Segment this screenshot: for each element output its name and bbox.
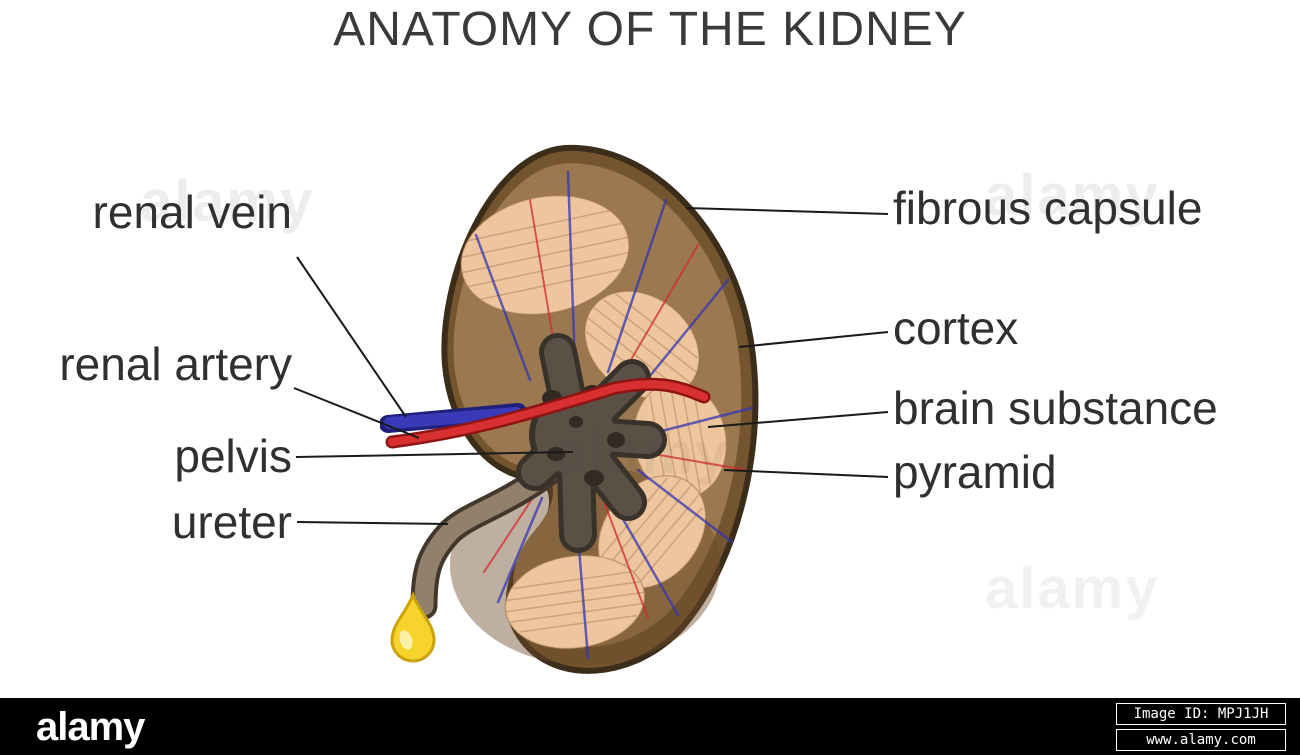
footer-info: Image ID: MPJ1JH www.alamy.com (1116, 702, 1286, 751)
footer-bar: alamy Image ID: MPJ1JH www.alamy.com (0, 698, 1300, 755)
label-pyramid: pyramid (893, 446, 1057, 498)
website-box: www.alamy.com (1116, 728, 1286, 751)
small-artery-branches (483, 199, 747, 619)
watermark-text: alamy (985, 556, 1160, 621)
kidney-illustration (380, 144, 759, 674)
kidney-anatomy-diagram: ANATOMY OF THE KIDNEY (59, 3, 1218, 674)
label-cortex: cortex (893, 302, 1019, 354)
label-renal-artery: renal artery (59, 338, 292, 390)
alamy-logo: alamy (36, 704, 145, 749)
label-renal-vein: renal vein (92, 186, 292, 238)
label-brain-substance: brain substance (893, 382, 1218, 434)
ureter-tube (410, 456, 566, 620)
image-id-box: Image ID: MPJ1JH (1116, 702, 1286, 725)
page-title: ANATOMY OF THE KIDNEY (333, 3, 967, 56)
label-pelvis: pelvis (174, 430, 292, 482)
urine-drop (390, 590, 436, 663)
label-fibrous-capsule: fibrous capsule (893, 182, 1203, 234)
small-vein-branches (474, 170, 754, 660)
label-ureter: ureter (171, 496, 292, 548)
renal-artery-vessel (385, 377, 711, 449)
